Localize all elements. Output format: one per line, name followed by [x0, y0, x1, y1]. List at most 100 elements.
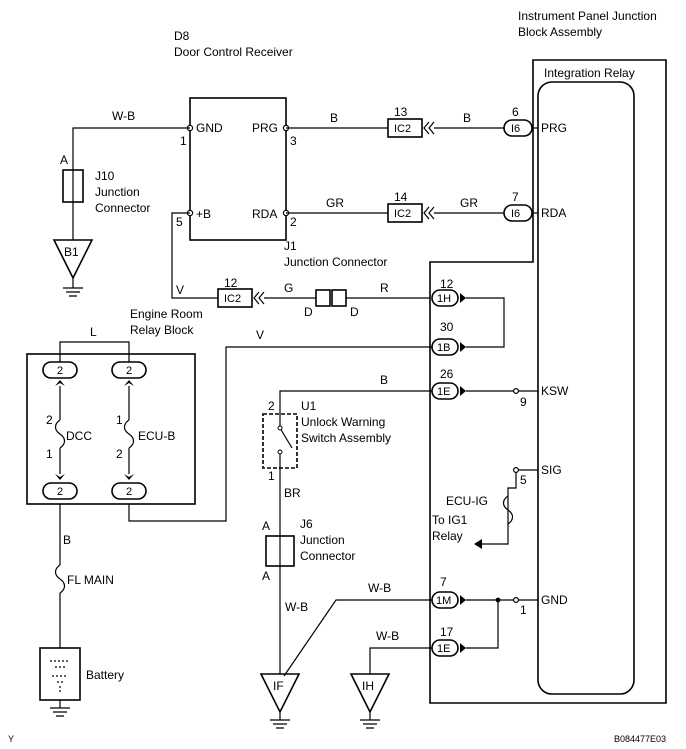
connector-ic2-prg: [387, 118, 423, 138]
ic2-prg-label: IC2: [394, 123, 411, 135]
junction-dot-gnd: [495, 597, 501, 603]
wire-b-prg-label-1: B: [330, 111, 338, 125]
j6-code: J6: [300, 517, 313, 531]
fuse-ecu-ig-label: ECU-IG: [446, 494, 488, 508]
j6-line2: Connector: [300, 549, 355, 563]
1m-label: 1M: [436, 595, 451, 607]
u1-pin-top: 2: [268, 399, 275, 413]
fuse-fl-main-label: FL MAIN: [67, 573, 114, 587]
dcr-pin-rda: RDA: [252, 207, 277, 221]
j6-pin-top: A: [262, 519, 270, 533]
relay-gnd-num: 1: [520, 603, 527, 617]
dcr-pin-gnd-num: 1: [180, 134, 187, 148]
j6-pin-bottom: A: [262, 569, 270, 583]
to-ig1-line2: Relay: [432, 529, 463, 543]
mating-chevrons-prg: [423, 121, 435, 135]
er-arrow-br: [124, 474, 134, 480]
arrow-to-ig1: [474, 539, 482, 549]
switch-dot-top: [277, 425, 283, 431]
pin-30: 30: [440, 320, 454, 334]
pin-14: 14: [394, 190, 408, 204]
to-ig1-line1: To IG1: [432, 513, 468, 527]
mating-chevrons-rda: [423, 206, 435, 220]
switch-dot-bottom: [277, 449, 283, 455]
pin-12-ic2: 12: [224, 276, 238, 290]
battery-box: [39, 647, 81, 701]
ground-if-triangle: [259, 673, 301, 714]
battery-label: Battery: [86, 668, 124, 682]
j10-line1: Junction: [95, 185, 140, 199]
dcc-pin-top: 2: [46, 413, 53, 427]
u1-pin-bottom: 1: [268, 469, 275, 483]
wire-internal-gnd: [466, 599, 538, 649]
ecub-pin-top: 1: [116, 413, 123, 427]
u1-code: U1: [301, 399, 317, 413]
integration-relay-label: Integration Relay: [544, 66, 635, 80]
connector-d-left: [315, 289, 331, 307]
er-pin-bl: 2: [57, 486, 63, 498]
connector-1h: [431, 289, 459, 307]
wire-v-label-1: V: [176, 283, 184, 297]
ipjb-title-line1: Instrument Panel Junction: [518, 9, 657, 23]
connector-d-right: [331, 289, 347, 307]
relay-sig-label: SIG: [541, 463, 562, 477]
ground-b1-symbol: [63, 278, 83, 297]
er-pin-tl: 2: [57, 365, 63, 377]
dcc-pin-bottom: 1: [46, 447, 53, 461]
dcr-pin-prg-num: 3: [290, 134, 297, 148]
door-control-receiver-box: [189, 97, 287, 241]
fuse-dcc: [54, 419, 66, 449]
wire-b-ksw-label: B: [380, 373, 388, 387]
dcr-pin-prg: PRG: [252, 121, 278, 135]
ic2-rda-label: IC2: [394, 208, 411, 220]
pin-6: 6: [512, 105, 519, 119]
dcr-pin-b-num: 5: [176, 215, 183, 229]
er-conn-bottom-right: [111, 482, 147, 500]
ground-ih-symbol: [360, 712, 380, 729]
ksw-pin-dot: [512, 388, 519, 395]
relay-rda-label: RDA: [541, 206, 566, 220]
wire-wb-label-1: W-B: [112, 109, 135, 123]
i6-rda-label: I6: [511, 208, 520, 220]
j1-code: J1: [284, 239, 297, 253]
wire-wb-label-3: W-B: [368, 581, 391, 595]
er-title-line2: Relay Block: [130, 323, 194, 337]
wire-wb-label-4: W-B: [376, 629, 399, 643]
j1-name: Junction Connector: [284, 255, 387, 269]
ground-battery-symbol: [50, 700, 70, 717]
wire-br-label: BR: [284, 486, 301, 500]
wire-l: [59, 341, 130, 362]
er-title-line1: Engine Room: [130, 307, 203, 321]
pin-12-1h: 12: [440, 277, 454, 291]
er-arrow-tl: [55, 380, 65, 386]
wire-b-prg-label-2: B: [463, 111, 471, 125]
arrow-1h: [460, 293, 466, 303]
ecub-pin-bottom: 2: [116, 447, 123, 461]
er-pin-tr: 2: [126, 365, 132, 377]
wire-gr-label-1: GR: [326, 196, 344, 210]
arrow-1b: [460, 342, 466, 352]
switch-contact: [279, 414, 293, 468]
wire-sig: [482, 469, 538, 545]
wire-v-plusb: [171, 212, 218, 299]
j10-pin-a: A: [60, 153, 68, 167]
arrow-1e-ksw: [460, 386, 466, 396]
wire-v-label-2: V: [256, 328, 264, 342]
fuse-dcc-label: DCC: [66, 429, 92, 443]
ipjb-outline: [429, 59, 667, 704]
wire-b-ksw: [279, 390, 432, 414]
1b-label: 1B: [437, 342, 450, 354]
i6-prg-label: I6: [511, 123, 520, 135]
j10-code: J10: [95, 169, 115, 183]
dcr-pin-b: +B: [196, 207, 211, 221]
ground-if-label: IF: [273, 679, 284, 693]
1e-gnd-label: 1E: [437, 643, 450, 655]
u1-line1: Unlock Warning: [301, 415, 385, 429]
wire-gr-label-2: GR: [460, 196, 478, 210]
wire-b-battery-label: B: [63, 533, 71, 547]
pin-17: 17: [440, 625, 454, 639]
footer-code: B084477E03: [614, 734, 666, 744]
er-arrow-bl: [55, 474, 65, 480]
wire-wb-label-2: W-B: [285, 600, 308, 614]
relay-ksw-label: KSW: [541, 384, 569, 398]
